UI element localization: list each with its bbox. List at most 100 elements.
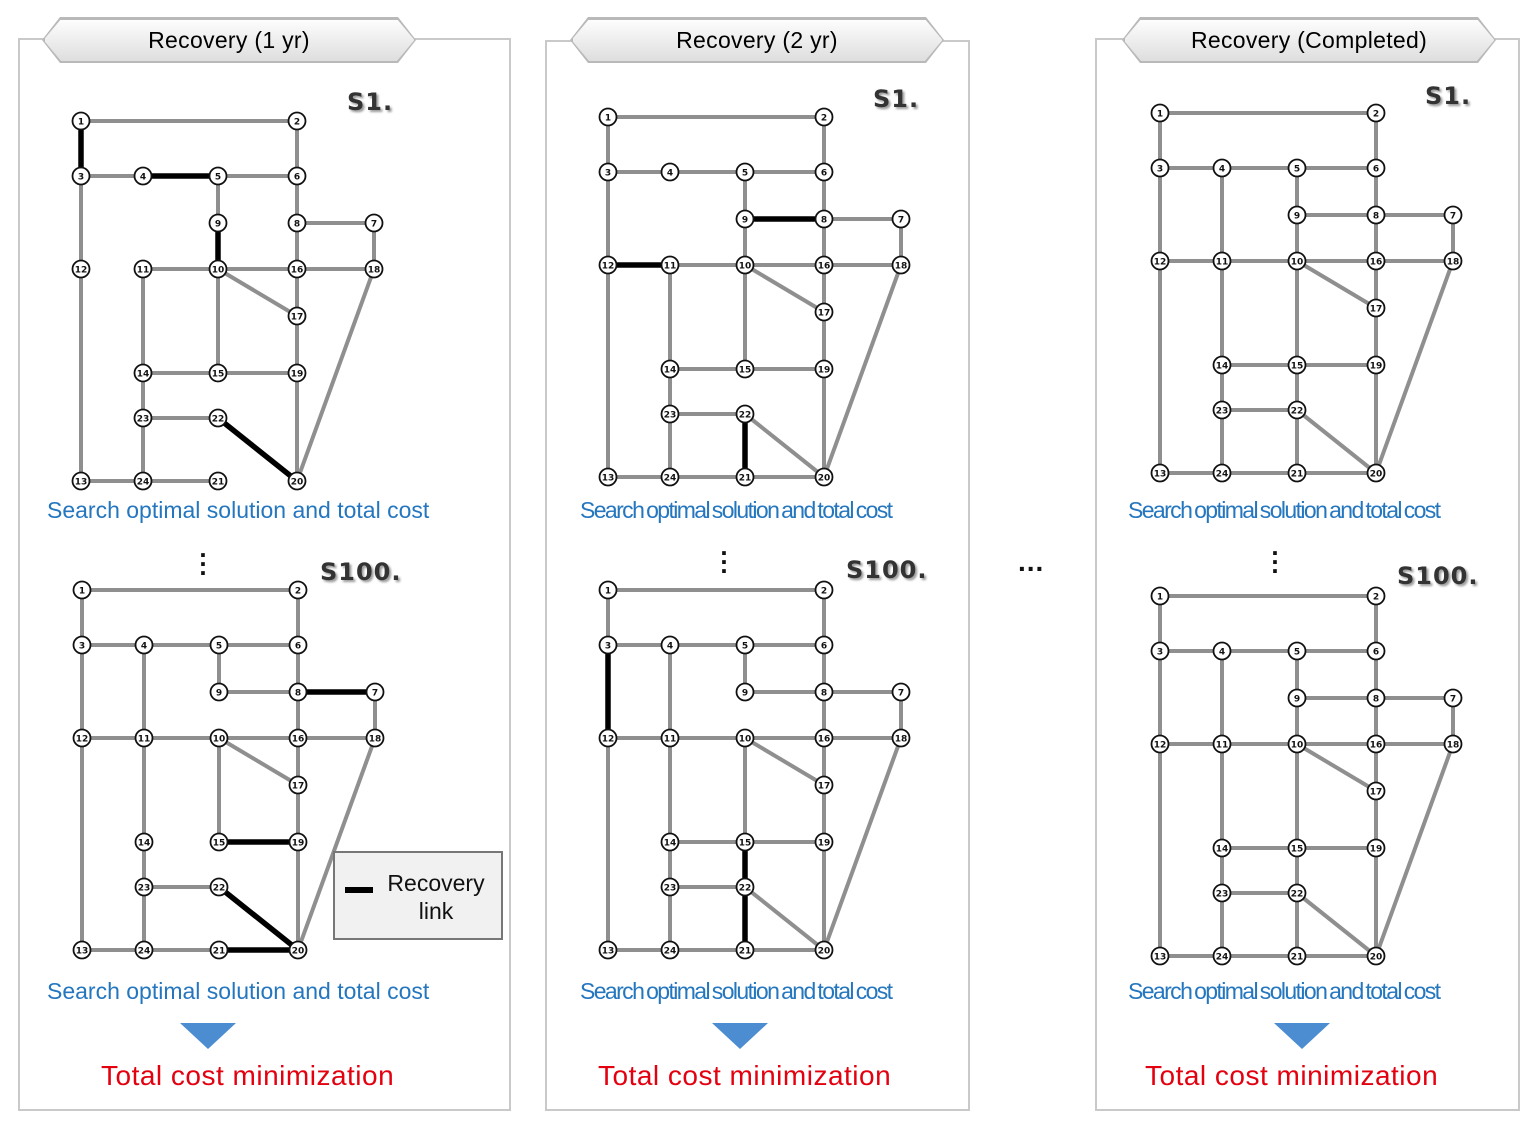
network-node: 17 [814, 302, 834, 322]
network-node: 19 [814, 832, 834, 852]
network-node: 13 [598, 940, 618, 960]
network-node: 17 [288, 775, 308, 795]
network-node: 13 [72, 940, 92, 960]
network-node: 21 [1287, 946, 1307, 966]
scenario-label: S1. [1425, 82, 1472, 110]
node-label: 3 [79, 641, 85, 651]
node-label: 22 [739, 883, 752, 893]
node-label: 13 [1154, 952, 1167, 962]
node-label: 15 [213, 838, 226, 848]
network-node: 1 [1150, 103, 1170, 123]
network-node: 1 [598, 107, 618, 127]
node-label: 4 [1219, 164, 1225, 174]
network-node: 18 [1443, 734, 1463, 754]
network-node: 23 [134, 877, 154, 897]
node-label: 12 [1154, 257, 1167, 267]
network-node: 5 [1287, 641, 1307, 661]
node-label: 17 [818, 308, 831, 318]
network-link [822, 263, 903, 479]
network-node: 21 [209, 940, 229, 960]
network-link [1374, 259, 1455, 475]
node-label: 19 [291, 369, 304, 379]
network-node: 2 [814, 107, 834, 127]
network-node: 13 [1150, 463, 1170, 483]
network-node: 14 [1212, 355, 1232, 375]
node-label: 15 [1291, 844, 1304, 854]
node-label: 8 [821, 688, 827, 698]
node-label: 24 [138, 946, 151, 956]
network-node: 11 [660, 255, 680, 275]
node-label: 11 [664, 734, 677, 744]
network-node: 22 [208, 408, 228, 428]
network-node: 18 [891, 728, 911, 748]
network-node: 10 [735, 255, 755, 275]
node-label: 22 [1291, 406, 1304, 416]
network-link [1295, 259, 1378, 310]
node-label: 9 [742, 688, 748, 698]
node-label: 24 [664, 473, 677, 483]
network-node: 13 [71, 471, 91, 491]
node-label: 5 [1294, 647, 1300, 657]
node-label: 21 [212, 477, 225, 487]
network-node: 10 [208, 259, 228, 279]
network-node: 11 [1212, 251, 1232, 271]
network-node: 17 [1366, 298, 1386, 318]
down-arrow-icon [180, 1023, 236, 1049]
network-node: 20 [814, 940, 834, 960]
node-label: 9 [1294, 211, 1300, 221]
network-node: 8 [287, 213, 307, 233]
network-node: 9 [209, 682, 229, 702]
node-label: 7 [371, 219, 377, 229]
network-link [743, 263, 826, 314]
network-node: 3 [1150, 641, 1170, 661]
node-label: 24 [1216, 469, 1229, 479]
network-node: 1 [71, 111, 91, 131]
node-label: 20 [818, 946, 831, 956]
network-node: 3 [598, 635, 618, 655]
search-text: Search optimal solution and total cost [1128, 978, 1441, 1004]
network-node: 8 [814, 209, 834, 229]
network-node: 24 [133, 471, 153, 491]
node-label: 14 [1216, 844, 1229, 854]
node-label: 6 [295, 641, 301, 651]
network-link [743, 736, 826, 787]
node-label: 23 [1216, 889, 1229, 899]
network-link [217, 736, 300, 787]
network-node: 21 [735, 940, 755, 960]
node-label: 4 [141, 641, 147, 651]
network-node: 18 [364, 259, 384, 279]
node-label: 24 [664, 946, 677, 956]
node-label: 18 [895, 734, 908, 744]
node-label: 23 [137, 414, 150, 424]
node-label: 22 [739, 410, 752, 420]
node-label: 24 [137, 477, 150, 487]
node-label: 6 [294, 172, 300, 182]
network-node: 10 [1287, 251, 1307, 271]
network-node: 19 [1366, 838, 1386, 858]
node-label: 13 [1154, 469, 1167, 479]
network-link [295, 267, 376, 483]
network-node: 16 [814, 255, 834, 275]
node-label: 3 [1157, 164, 1163, 174]
network-node: 17 [1366, 781, 1386, 801]
network-node: 5 [1287, 158, 1307, 178]
node-label: 18 [1447, 740, 1460, 750]
node-label: 20 [1370, 952, 1383, 962]
node-label: 17 [292, 781, 305, 791]
vertical-ellipsis-icon: ... [199, 533, 207, 581]
network-node: 11 [133, 259, 153, 279]
network-node: 9 [735, 682, 755, 702]
node-label: 21 [213, 946, 226, 956]
node-label: 8 [295, 688, 301, 698]
node-label: 12 [76, 734, 89, 744]
node-label: 12 [75, 265, 88, 275]
scenario-label: S1. [347, 88, 394, 116]
node-label: 5 [215, 172, 221, 182]
network-node: 12 [598, 255, 618, 275]
network-node: 6 [288, 635, 308, 655]
legend: Recovery link [333, 851, 503, 940]
node-label: 22 [212, 414, 225, 424]
network-node: 24 [134, 940, 154, 960]
network-node: 12 [598, 728, 618, 748]
